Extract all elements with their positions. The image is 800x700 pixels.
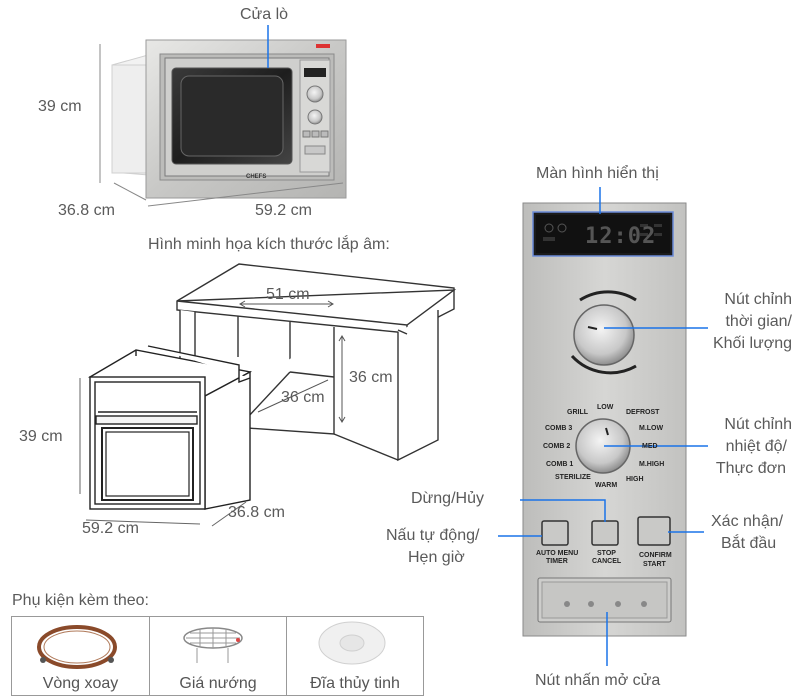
mode-med: MED (642, 443, 658, 450)
temp-knob-label-2: nhiệt độ/ (725, 438, 787, 455)
door-label: Cửa lò (240, 6, 289, 23)
accessory-grill-rack: Giá nướng (149, 616, 287, 696)
mode-grill: GRILL (567, 409, 588, 416)
oven-depth-label: 36.8 cm (228, 504, 285, 521)
btn-confirm-label-2: START (643, 561, 666, 568)
accessory-glass-plate: Đĩa thủy tinh (286, 616, 424, 696)
display-digits: 12:02 (585, 224, 657, 249)
panel-pointers (498, 187, 708, 666)
confirm-label-1: Xác nhận/ (711, 513, 784, 530)
mode-low: LOW (597, 404, 614, 411)
auto-label-1: Nấu tự động/ (386, 527, 480, 544)
accessories-title: Phụ kiện kèm theo: (12, 592, 149, 609)
top-oven-illustration (99, 25, 347, 207)
accessory-turntable-ring: Vòng xoay (11, 616, 150, 696)
display-label: Màn hình hiển thị (536, 165, 659, 182)
mode-high: HIGH (626, 476, 644, 483)
temp-knob-label-3: Thực đơn (715, 460, 786, 477)
install-title: Hình minh họa kích thước lắp âm: (148, 236, 390, 253)
temp-knob-label-1: Nút chỉnh (724, 416, 792, 433)
stop-label: Dừng/Hủy (411, 490, 484, 507)
door-button-label: Nút nhấn mở cửa (535, 672, 661, 689)
time-knob-label-1: Nút chỉnh (724, 291, 792, 308)
oven-height-label: 39 cm (19, 428, 63, 445)
top-width-label: 59.2 cm (255, 202, 312, 219)
confirm-label-2: Bắt đầu (721, 535, 777, 552)
oven-dimensions (79, 378, 247, 527)
mode-comb3: COMB 3 (545, 425, 573, 432)
cabinet-dimensions (239, 300, 346, 423)
btn-stop-label-1: STOP (597, 550, 616, 557)
accessory-label: Đĩa thủy tinh (310, 675, 400, 692)
top-depth-label: 36.8 cm (58, 202, 115, 219)
top-height-label: 39 cm (38, 98, 82, 115)
mode-comb2: COMB 2 (543, 443, 571, 450)
cabinet-width-label: 51 cm (266, 286, 310, 303)
btn-confirm-label-1: CONFIRM (639, 552, 672, 559)
cabinet-height-label: 36 cm (349, 369, 393, 386)
brand-logo: CHEFS (246, 174, 267, 180)
time-knob-label-2: thời gian/ (725, 313, 792, 330)
mode-sterilize: STERILIZE (555, 474, 591, 481)
control-panel-illustration (522, 202, 687, 637)
mode-comb1: COMB 1 (546, 461, 574, 468)
mode-warm: WARM (595, 482, 618, 489)
mode-defrost: DEFROST (626, 409, 660, 416)
mode-mlow: M.LOW (639, 425, 664, 432)
builtin-oven-illustration (87, 345, 253, 510)
accessory-label: Vòng xoay (42, 675, 119, 692)
btn-stop-label-2: CANCEL (592, 558, 622, 565)
accessory-drawings (37, 621, 386, 669)
oven-width-label: 59.2 cm (82, 520, 139, 537)
mode-mhigh: M.HIGH (639, 461, 665, 468)
btn-auto-label-2: TIMER (546, 558, 568, 565)
time-knob-label-3: Khối lượng (712, 335, 792, 352)
cabinet-depth-label: 36 cm (281, 389, 325, 406)
auto-label-2: Hẹn giờ (408, 549, 465, 566)
accessory-label: Giá nướng (179, 675, 257, 692)
cabinet-illustration (176, 263, 457, 462)
btn-auto-label-1: AUTO MENU (536, 550, 579, 557)
